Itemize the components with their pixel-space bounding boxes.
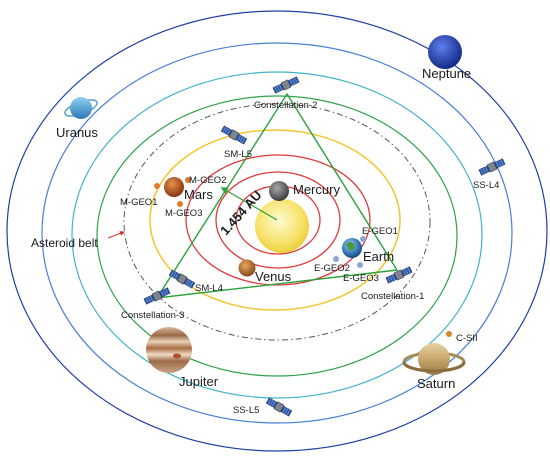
asteroid-belt-orbit bbox=[123, 103, 431, 341]
m-geo1-label: M-GEO1 bbox=[120, 197, 157, 208]
jupiter-label: Jupiter bbox=[179, 374, 219, 389]
uranus-planet bbox=[70, 97, 92, 119]
e-geo2-point bbox=[333, 256, 339, 262]
mars-label: Mars bbox=[184, 187, 213, 202]
e-geo2-label: E-GEO2 bbox=[314, 263, 350, 274]
c-sii-label: C-SII bbox=[456, 333, 478, 344]
sm-l4-satellite bbox=[168, 268, 196, 290]
e-geo1-point bbox=[360, 236, 366, 242]
distance-arrow bbox=[220, 187, 278, 221]
mars-orbit bbox=[149, 129, 401, 311]
e-geo3-label: E-GEO3 bbox=[343, 273, 379, 284]
neptune-orbit bbox=[6, 10, 548, 452]
ss-l4-satellite bbox=[478, 157, 506, 177]
neptune-planet bbox=[428, 35, 462, 69]
mercury-label: Mercury bbox=[293, 182, 340, 197]
sun bbox=[255, 199, 309, 253]
m-geo2-label: M-GEO2 bbox=[189, 175, 226, 186]
e-geo1-label: E-GEO1 bbox=[362, 226, 398, 237]
ss-l4-label: SS-L4 bbox=[473, 180, 499, 191]
neptune-label: Neptune bbox=[422, 66, 471, 81]
uranus-orbit bbox=[41, 42, 513, 424]
sm-l5-label: SM-L5 bbox=[224, 149, 252, 160]
saturn-label: Saturn bbox=[417, 376, 455, 391]
ss-l5-satellite bbox=[265, 396, 293, 418]
venus-label: Venus bbox=[255, 269, 292, 284]
mercury-planet bbox=[269, 181, 289, 201]
asteroid-belt-label: Asteroid belt bbox=[31, 236, 98, 250]
sm-l4-label: SM-L4 bbox=[195, 283, 223, 294]
jupiter-orbit bbox=[96, 95, 458, 377]
ss-l5-label: SS-L5 bbox=[233, 405, 259, 416]
m-geo3-point bbox=[177, 201, 183, 207]
constellation-1-label: Constellation-1 bbox=[361, 291, 424, 302]
constellation-3-label: Constellation-3 bbox=[121, 310, 184, 321]
constellation-1-satellite bbox=[385, 265, 413, 285]
saturn-ring-front bbox=[402, 361, 466, 373]
venus-planet bbox=[238, 259, 256, 277]
e-geo3-point bbox=[357, 262, 363, 268]
jupiter-planet bbox=[146, 327, 192, 373]
earth-label: Earth bbox=[363, 249, 394, 264]
sm-l5-satellite bbox=[220, 124, 248, 146]
venus-orbit bbox=[215, 171, 341, 269]
constellation-2-label: Constellation-2 bbox=[254, 100, 317, 111]
m-geo1-point bbox=[154, 183, 160, 189]
jupiter-red-spot bbox=[173, 353, 181, 359]
c-sii-point bbox=[446, 331, 452, 337]
constellation-3-satellite bbox=[143, 286, 171, 306]
saturn-orbit bbox=[71, 71, 483, 399]
constellation-triangle bbox=[155, 92, 399, 299]
uranus-label: Uranus bbox=[56, 125, 98, 140]
mars-planet bbox=[164, 177, 184, 197]
earth-continent bbox=[346, 242, 355, 251]
m-geo2-point bbox=[185, 177, 191, 183]
asteroid-belt-pointer bbox=[107, 231, 125, 239]
m-geo3-label: M-GEO3 bbox=[165, 208, 202, 219]
constellation-2-satellite bbox=[272, 75, 300, 95]
saturn-planet bbox=[418, 343, 450, 375]
earth-orbit bbox=[185, 154, 371, 286]
